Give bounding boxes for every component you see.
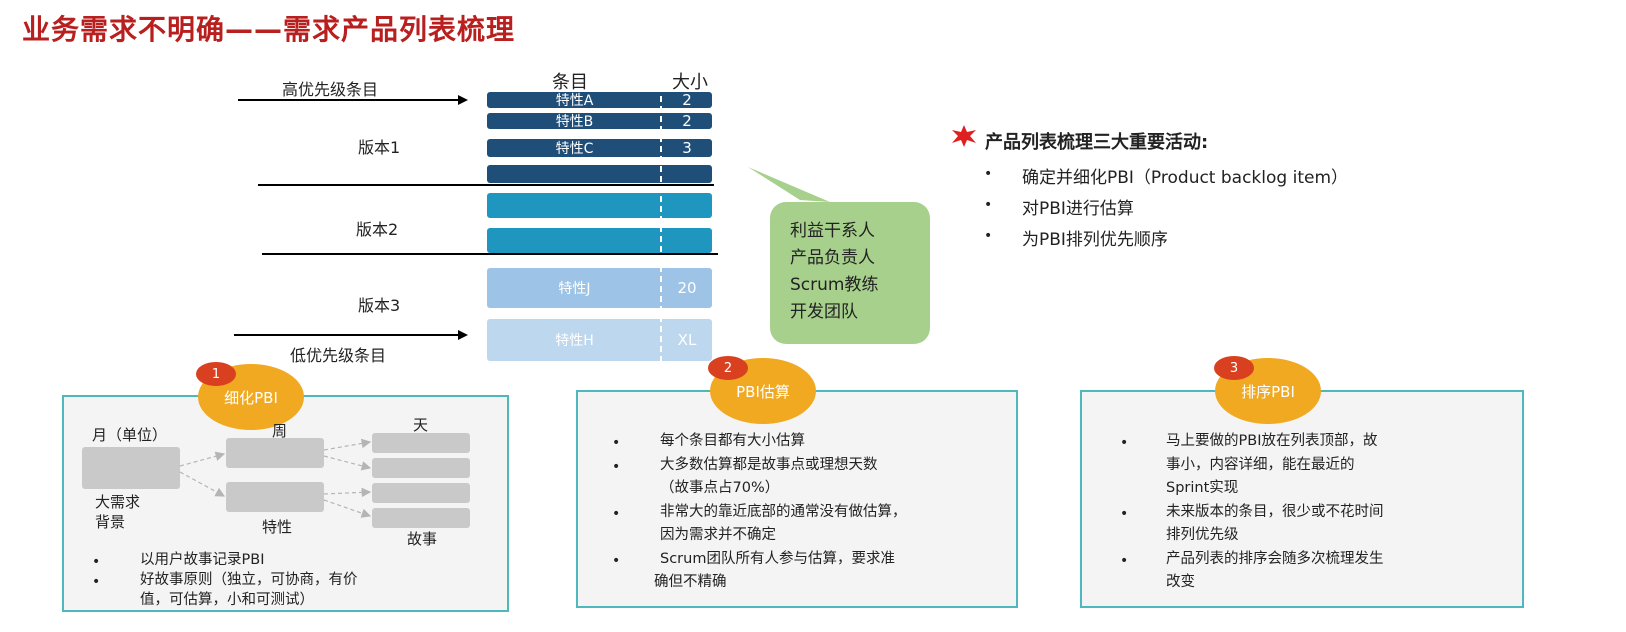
order-number: 3 xyxy=(1229,360,1239,376)
feature-box xyxy=(226,438,324,468)
high-priority-arrow xyxy=(238,95,468,105)
backlog-item: 特性H XL xyxy=(487,319,712,361)
week-label: 周 xyxy=(272,422,288,440)
story-box xyxy=(372,433,470,453)
backlog-item-size: 20 xyxy=(677,279,697,297)
order-line: Sprint实现 xyxy=(1166,480,1239,496)
estimate-line: 因为需求并不确定 xyxy=(660,527,776,543)
feature-box xyxy=(226,482,324,512)
bullet-icon: • xyxy=(1120,506,1129,522)
estimate-line: Scrum团队所有人参与估算，要求准 xyxy=(660,551,895,567)
release-1-divider xyxy=(258,184,714,186)
stakeholder-callout xyxy=(770,202,930,344)
stakeholder: Scrum教练 xyxy=(790,275,879,295)
order-panel xyxy=(1080,390,1524,608)
refine-bullet: 好故事原则（独立，可协商，有价 xyxy=(140,572,358,588)
backlog-item-size: 3 xyxy=(682,139,692,157)
bullet-icon: • xyxy=(984,228,993,244)
backlog-item-name: 特性C xyxy=(555,141,594,157)
story-box xyxy=(372,458,470,478)
release-2-divider xyxy=(262,253,718,255)
order-line: 未来版本的条目，很少或不花时间 xyxy=(1166,504,1384,520)
bullet-icon: • xyxy=(612,553,621,569)
activity-item: 对PBI进行估算 xyxy=(1022,199,1134,219)
estimate-line: 每个条目都有大小估算 xyxy=(660,433,805,449)
bullet-icon: • xyxy=(984,197,993,213)
stakeholder: 利益干系人 xyxy=(790,221,875,241)
month-label: 月（单位） xyxy=(92,426,168,444)
order-line: 改变 xyxy=(1166,574,1195,590)
activities-title: 产品列表梳理三大重要活动: xyxy=(985,132,1209,153)
backlog-item xyxy=(487,165,712,183)
column-header-item: 条目 xyxy=(552,72,588,93)
feature-label: 特性 xyxy=(262,518,293,536)
estimate-title: PBI估算 xyxy=(736,382,790,401)
bullet-icon: • xyxy=(92,554,101,570)
refine-bullet: 以用户故事记录PBI xyxy=(140,552,265,568)
decomposition-arrows xyxy=(179,438,372,518)
estimate-line: 确但不精确 xyxy=(654,574,727,590)
callout-pointer xyxy=(748,167,830,202)
backlog-item-name: 特性J xyxy=(558,281,591,297)
stakeholder: 开发团队 xyxy=(790,302,858,322)
bullet-icon: • xyxy=(612,459,621,475)
refine-number: 1 xyxy=(211,366,221,382)
bullet-icon: • xyxy=(1120,435,1129,451)
refine-number-badge: 1 xyxy=(196,362,236,386)
stakeholder: 产品负责人 xyxy=(790,248,875,268)
bullet-icon: • xyxy=(612,435,621,451)
release-3-label: 版本3 xyxy=(358,296,401,315)
bullet-icon: • xyxy=(612,506,621,522)
high-priority-label: 高优先级条目 xyxy=(282,80,379,99)
backlog-item: 特性J 20 xyxy=(487,268,712,308)
backlog-item: 特性A 2 xyxy=(487,91,712,109)
column-header-size: 大小 xyxy=(672,72,708,93)
refine-bullet-cont: 值，可估算，小和可测试） xyxy=(140,592,314,608)
estimate-line: 非常大的靠近底部的通常没有做估算， xyxy=(660,504,907,520)
backlog-item: 特性B 2 xyxy=(487,112,712,130)
estimate-panel xyxy=(576,390,1018,608)
backlog-item-size: 2 xyxy=(682,112,692,130)
bullet-icon: • xyxy=(984,166,993,182)
backlog-item: 特性C 3 xyxy=(487,139,712,157)
backlog-item-name: 特性A xyxy=(555,93,594,109)
order-title: 排序PBI xyxy=(1241,382,1295,401)
order-line: 事小，内容详细，能在最近的 xyxy=(1166,457,1355,473)
size-column-separator xyxy=(660,86,662,362)
star-icon xyxy=(952,125,976,147)
day-label: 天 xyxy=(413,416,429,434)
low-priority-arrow xyxy=(234,330,468,340)
backlog-item-name: 特性H xyxy=(555,333,594,349)
bullet-icon: • xyxy=(1120,553,1129,569)
estimate-line: 大多数估算都是故事点或理想天数 xyxy=(660,457,878,473)
epic-box xyxy=(82,447,180,489)
page-title: 业务需求不明确——需求产品列表梳理 xyxy=(22,13,516,46)
epic-label: 大需求 背景 xyxy=(95,493,141,531)
activity-item: 确定并细化PBI（Product backlog item） xyxy=(1022,168,1349,188)
release-1-label: 版本1 xyxy=(358,138,401,157)
activity-item: 为PBI排列优先顺序 xyxy=(1022,230,1168,250)
bullet-icon: • xyxy=(92,574,101,590)
release-2-label: 版本2 xyxy=(356,220,399,239)
estimate-number-badge: 2 xyxy=(708,356,748,380)
stakeholder-list: 利益干系人 产品负责人 Scrum教练 开发团队 xyxy=(790,218,878,326)
order-line: 产品列表的排序会随多次梳理发生 xyxy=(1166,551,1384,567)
refine-title: 细化PBI xyxy=(224,388,278,407)
estimate-line: （故事点占70%） xyxy=(660,480,780,496)
backlog-item-size: XL xyxy=(677,331,697,349)
order-line: 马上要做的PBI放在列表顶部，故 xyxy=(1166,433,1378,449)
backlog-item-name: 特性B xyxy=(555,114,594,130)
story-label: 故事 xyxy=(407,530,438,548)
backlog-item xyxy=(487,228,712,253)
low-priority-label: 低优先级条目 xyxy=(290,346,387,365)
story-box xyxy=(372,483,470,503)
story-box xyxy=(372,508,470,528)
backlog-item-size: 2 xyxy=(682,91,692,109)
order-number-badge: 3 xyxy=(1214,356,1254,380)
backlog-item xyxy=(487,193,712,218)
order-line: 排列优先级 xyxy=(1166,527,1239,543)
estimate-number: 2 xyxy=(723,360,733,376)
